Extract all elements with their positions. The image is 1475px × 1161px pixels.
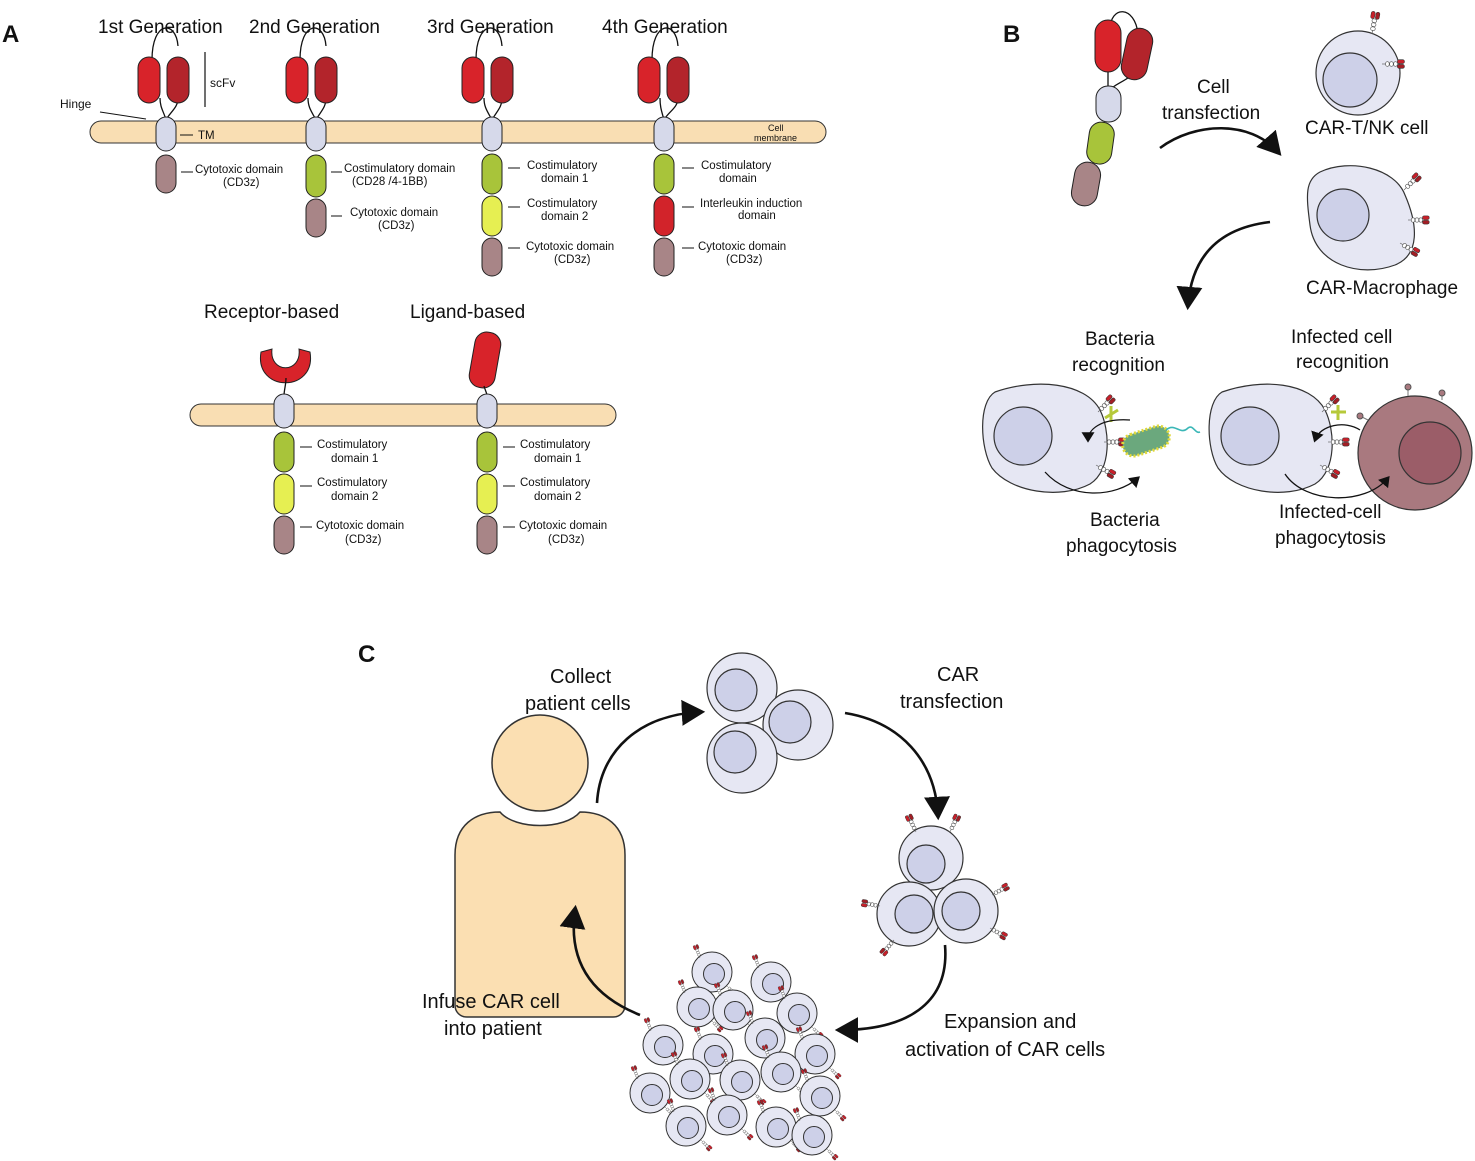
gen3-cyto-2: (CD3z) — [554, 254, 591, 266]
hinge-label: Hinge — [60, 97, 92, 111]
collect-arrow — [595, 699, 706, 804]
car-transfection-1: CAR — [937, 664, 979, 686]
rb-cyto-2: (CD3z) — [345, 534, 382, 546]
receptor-based-car — [260, 348, 311, 555]
expansion-label-1: Expansion and — [944, 1011, 1076, 1033]
bacteria-phagocytosis-2: phagocytosis — [1066, 536, 1177, 557]
expansion-label-2: activation of CAR cells — [905, 1039, 1105, 1061]
bacteria-recognition-1: Bacteria — [1085, 329, 1155, 350]
lb-c1-2: domain 1 — [534, 453, 581, 465]
infected-recognition-2: recognition — [1296, 352, 1389, 373]
rb-c2-2: domain 2 — [331, 491, 378, 503]
lb-c1-1: Costimulatory — [520, 439, 591, 451]
infuse-label-2: into patient — [444, 1018, 542, 1040]
cell-membrane — [89, 120, 827, 144]
lb-c2-1: Costimulatory — [520, 477, 591, 489]
collect-label-1: Collect — [550, 666, 612, 688]
lb-c2-2: domain 2 — [534, 491, 581, 503]
car-cells — [860, 813, 1011, 957]
gen4-il-2: domain — [738, 210, 776, 222]
car-gen3 — [461, 27, 514, 277]
ligand-based-car — [468, 331, 502, 555]
car-t-nk-cell — [1315, 10, 1405, 116]
rb-c2-1: Costimulatory — [317, 477, 388, 489]
tm-label: TM — [198, 130, 215, 142]
receptor-based-title: Receptor-based — [204, 302, 339, 323]
macrophage-arrow — [1176, 220, 1271, 311]
gen1-cyto-1: Cytotoxic domain — [195, 164, 283, 176]
gen2-costim-1: Costimulatory domain — [344, 163, 455, 175]
infuse-arrow — [559, 904, 641, 1017]
car-t-nk-label: CAR-T/NK cell — [1305, 118, 1429, 139]
bacteria-phagocytosis-1: Bacteria — [1090, 510, 1160, 531]
gen1-title: 1st Generation — [98, 17, 223, 38]
rb-c1-1: Costimulatory — [317, 439, 388, 451]
macrophage-infected-cell — [1208, 383, 1473, 511]
gen1-cyto-2: (CD3z) — [223, 177, 260, 189]
cell-transfection-2: transfection — [1162, 103, 1260, 124]
gen2-costim-2: (CD28 /4-1BB) — [352, 176, 428, 188]
lb-cyto-1: Cytotoxic domain — [519, 520, 607, 532]
car-transfection-2: transfection — [900, 691, 1003, 713]
membrane-label-1: Cell — [768, 123, 784, 133]
panel-a-label: A — [2, 21, 19, 48]
cell-transfection-1: Cell — [1197, 77, 1230, 98]
car-gen4 — [637, 27, 690, 277]
expansion-arrow — [834, 944, 947, 1043]
panel-b-label: B — [1003, 21, 1020, 48]
gen2-cyto-2: (CD3z) — [378, 220, 415, 232]
rb-c1-2: domain 1 — [331, 453, 378, 465]
cell-membrane-2 — [189, 403, 617, 427]
membrane-label-2: membrane — [754, 133, 797, 143]
gen3-c2-1: Costimulatory — [527, 198, 598, 210]
transfection-arrow — [1159, 126, 1282, 156]
ligand-based-title: Ligand-based — [410, 302, 525, 323]
gen4-cyto-2: (CD3z) — [726, 254, 763, 266]
infected-phagocytosis-2: phagocytosis — [1275, 528, 1386, 549]
gen3-c1-1: Costimulatory — [527, 160, 598, 172]
car-macrophage-label: CAR-Macrophage — [1306, 278, 1458, 299]
car-construct-large — [1070, 11, 1154, 207]
gen4-c1-2: domain — [719, 173, 757, 185]
collect-label-2: patient cells — [525, 693, 631, 715]
lb-cyto-2: (CD3z) — [548, 534, 585, 546]
infuse-label-1: Infuse CAR cell — [422, 991, 560, 1013]
patient-icon — [454, 714, 626, 1018]
gen2-cyto-1: Cytotoxic domain — [350, 207, 438, 219]
car-gen2 — [285, 27, 338, 238]
macrophage-bacteria — [982, 383, 1201, 494]
bacteria-recognition-2: recognition — [1072, 355, 1165, 376]
car-transfection-arrow — [844, 711, 950, 821]
gen3-c1-2: domain 1 — [541, 173, 588, 185]
gen4-cyto-1: Cytotoxic domain — [698, 241, 786, 253]
rb-cyto-1: Cytotoxic domain — [316, 520, 404, 532]
car-macrophage — [1306, 165, 1430, 271]
expanded-car-cells — [630, 944, 847, 1160]
infected-recognition-1: Infected cell — [1291, 327, 1392, 348]
gen3-c2-2: domain 2 — [541, 211, 588, 223]
gen4-c1-1: Costimulatory — [701, 160, 772, 172]
panel-c-label: C — [358, 641, 375, 668]
bacterium-icon — [1121, 424, 1201, 458]
car-gen1 — [137, 27, 190, 194]
scfv-label: scFv — [210, 76, 235, 90]
patient-cells — [706, 652, 834, 794]
gen3-cyto-1: Cytotoxic domain — [526, 241, 614, 253]
gen4-il-1: Interleukin induction — [700, 198, 802, 210]
infected-phagocytosis-1: Infected-cell — [1279, 502, 1381, 523]
